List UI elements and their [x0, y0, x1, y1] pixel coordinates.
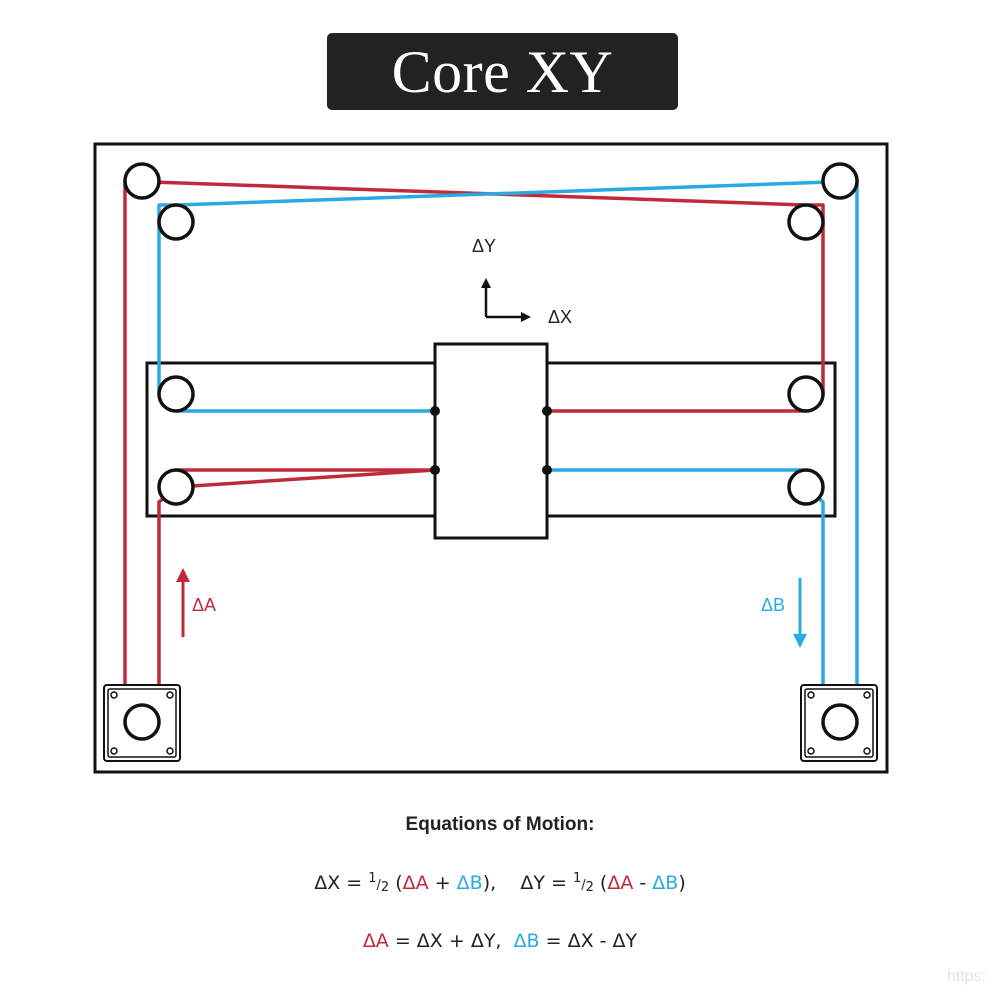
eq2-b-rhs: = ΔX - ΔY [539, 930, 638, 952]
eq2-gap [501, 930, 513, 952]
axis-indicator: ΔY ΔX [472, 236, 572, 327]
delta-a-indicator: ΔA [176, 568, 216, 637]
eq1-y-half-slash: / [581, 878, 586, 893]
eq1-y-lhs: ΔY = [520, 872, 573, 894]
pulley-top-left-outer [123, 162, 161, 200]
delta-x-label: ΔX [548, 307, 572, 327]
eq1-x-a: ΔA [402, 872, 429, 894]
eq2-a-lhs: ΔA [362, 930, 389, 952]
eq1-gap [496, 872, 520, 894]
eq1-y-half-num: 1 [572, 871, 582, 886]
pulley-gantry-right-upper [787, 375, 825, 413]
belt-clamps [430, 406, 552, 475]
eq1-y-close: ) [678, 872, 686, 894]
eq1-x-close: ), [482, 872, 497, 894]
eq1-x-lhs: ΔX = [314, 872, 369, 894]
pulley-top-right-outer [821, 162, 859, 200]
eq1-y-op: - [633, 872, 653, 894]
pulley-gantry-left-upper [157, 375, 195, 413]
eq1-x-open: ( [389, 872, 403, 894]
equation-line-1: ΔX = 1/2 (ΔA + ΔB), ΔY = 1/2 (ΔA - ΔB) [0, 871, 1000, 895]
diagram-title: Core XY [391, 38, 614, 105]
delta-b-label: ΔB [761, 595, 785, 615]
eq2-a-rhs: = ΔX + ΔY, [388, 930, 502, 952]
pulley-gantry-left-lower [157, 468, 195, 506]
carriage [433, 342, 549, 540]
eq1-x-half-num: 1 [368, 871, 377, 886]
delta-y-label: ΔY [472, 236, 496, 256]
eq1-y-a: ΔA [607, 872, 634, 894]
title-banner: Core XY [327, 33, 678, 110]
eq2-b-lhs: ΔB [513, 930, 540, 952]
eq1-x-half-slash: / [376, 878, 381, 893]
printer-frame [93, 142, 889, 774]
pulley-top-left-inner [157, 203, 195, 241]
motor-a [103, 684, 181, 762]
pulley-gantry-right-lower [787, 468, 825, 506]
motor-a-pulley [123, 703, 161, 741]
equation-line-2: ΔA = ΔX + ΔY, ΔB = ΔX - ΔY [0, 930, 1000, 952]
eq1-x-op: + [428, 872, 457, 894]
motor-b-pulley [821, 703, 859, 741]
eq1-x-half-den: 2 [380, 880, 390, 895]
pulley-top-right-inner [787, 203, 825, 241]
eq1-y-b: ΔB [652, 872, 679, 894]
eq1-y-half-den: 2 [585, 880, 594, 895]
delta-a-label: ΔA [192, 595, 216, 615]
motor-b [800, 684, 878, 762]
pulleys [123, 162, 859, 506]
delta-b-indicator: ΔB [761, 578, 807, 648]
equations-heading: Equations of Motion: [405, 814, 595, 835]
eq1-x-b: ΔB [456, 872, 483, 894]
watermark-text: https: [946, 968, 986, 985]
eq1-y-open: ( [593, 872, 608, 894]
